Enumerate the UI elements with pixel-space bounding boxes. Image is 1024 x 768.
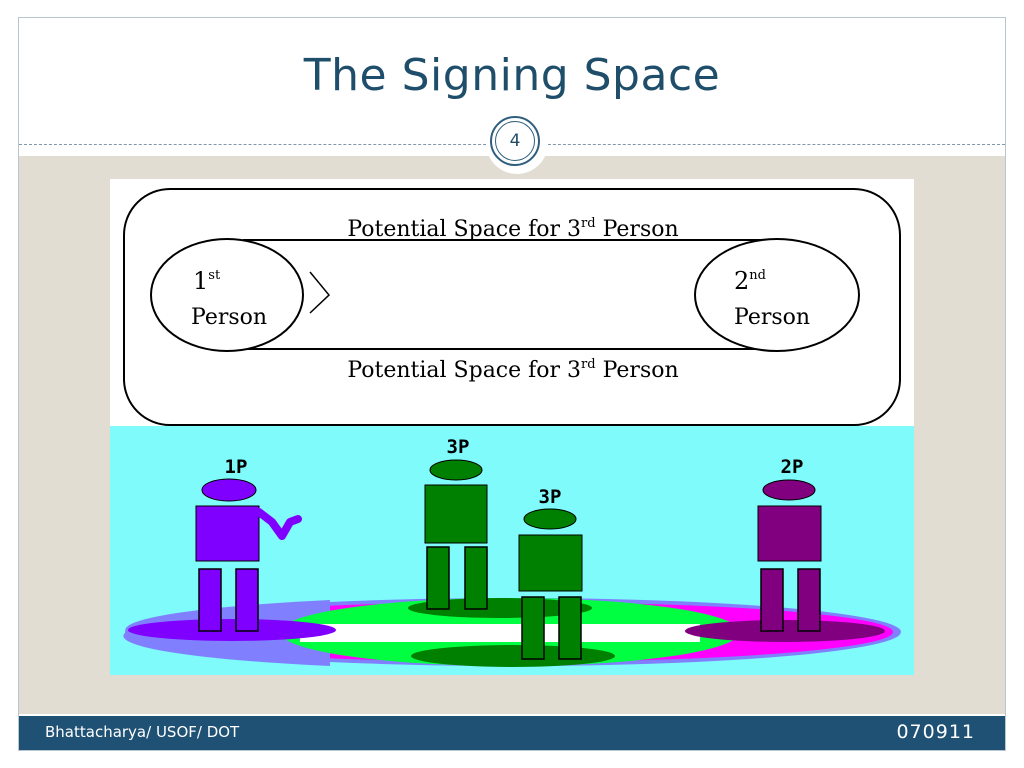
third-person-figure-label-b: 3P bbox=[539, 486, 562, 508]
outer-rounded-frame bbox=[123, 188, 901, 426]
slide-title: The Signing Space bbox=[303, 50, 721, 101]
signing-space-diagram: Potential Space for 3rd Person Potential… bbox=[110, 179, 914, 426]
first-person-number: 1st bbox=[193, 267, 221, 295]
first-person-word: Person bbox=[191, 305, 267, 330]
signing-figures-illustration: 1P 2P 3P 3P bbox=[110, 426, 914, 675]
first-person-circle bbox=[150, 238, 304, 352]
first-person-shadow bbox=[128, 619, 336, 641]
footer-date: 070911 bbox=[896, 721, 975, 743]
signing-space-diagram-svg: Potential Space for 3rd Person Potential… bbox=[123, 188, 901, 426]
signing-figures-svg: 1P 2P 3P 3P bbox=[123, 436, 901, 667]
second-person-figure-label: 2P bbox=[781, 456, 804, 478]
first-person-figure-label: 1P bbox=[225, 456, 248, 478]
third-person-figure-label-a: 3P bbox=[447, 436, 470, 458]
third-person-shadow-b bbox=[411, 645, 615, 667]
top-space-label: Potential Space for 3rd Person bbox=[347, 216, 678, 242]
page-number-badge: 4 bbox=[490, 116, 540, 166]
third-person-figure-b bbox=[518, 508, 583, 660]
bottom-space-label: Potential Space for 3rd Person bbox=[347, 357, 678, 383]
second-person-number: 2nd bbox=[734, 267, 766, 295]
first-person-pointer bbox=[309, 271, 331, 314]
ground-white-band bbox=[300, 624, 700, 642]
slide-footer: Bhattacharya/ USOF/ DOT 070911 bbox=[19, 716, 1005, 750]
third-person-shadow-a bbox=[408, 598, 592, 618]
second-person-word: Person bbox=[734, 305, 810, 330]
second-person-figure bbox=[757, 479, 822, 632]
second-person-circle bbox=[694, 238, 860, 352]
footer-author: Bhattacharya/ USOF/ DOT bbox=[45, 723, 240, 741]
third-person-figure-a bbox=[424, 459, 488, 610]
second-person-shadow bbox=[685, 620, 885, 642]
page-number: 4 bbox=[495, 121, 535, 161]
first-person-figure bbox=[195, 478, 302, 632]
